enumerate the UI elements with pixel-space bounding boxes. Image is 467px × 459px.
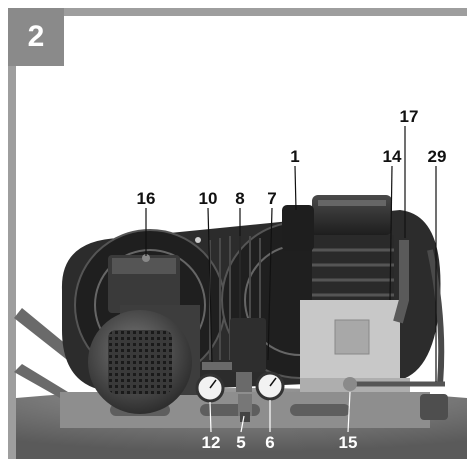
quick-coupling [238,394,252,416]
callout-12: 12 [201,433,221,452]
motor-grille [108,330,172,394]
callout-7: 7 [267,189,277,208]
callout-10: 10 [198,189,218,208]
callout-17: 17 [399,107,419,126]
handle-bar-lower [14,364,68,398]
frame-top-border [8,8,467,16]
callout-15: 15 [338,433,358,452]
callout-8: 8 [235,189,245,208]
callout-29: 29 [427,147,447,166]
air-filter [282,205,314,251]
pressure-hose [393,240,409,324]
callout-1: 1 [290,147,300,166]
callout-6: 6 [265,433,275,452]
frame-left-border [8,8,16,459]
callout-14: 14 [382,147,402,166]
figure-number-badge: 2 [8,8,64,66]
callout-5: 5 [236,433,246,452]
callout-16: 16 [136,189,156,208]
cylinder-fins [312,235,394,305]
pressure-switch [230,318,266,372]
